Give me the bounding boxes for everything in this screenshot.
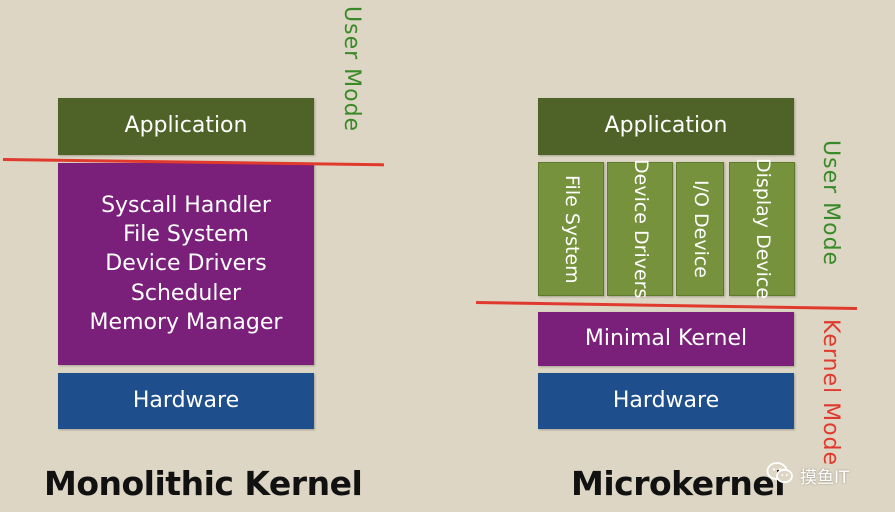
kernel-item-scheduler: Scheduler (130, 280, 242, 306)
monolithic-application-block: Application (58, 98, 314, 155)
micro-application-block: Application (538, 98, 794, 155)
service-io-device-label: I/O Device (689, 180, 712, 278)
micro-kernel-mode-label: Kernel Mode (818, 319, 843, 467)
monolithic-title: Monolithic Kernel (44, 464, 363, 503)
watermark: 摸鱼IT (766, 461, 849, 490)
service-device-drivers-label: Device Drivers (629, 159, 652, 299)
monolithic-kernel-block: Syscall Handler File System Device Drive… (58, 163, 314, 365)
service-display-device-block: Display Device (729, 158, 795, 300)
micro-user-mode-label: User Mode (818, 140, 843, 267)
service-io-device-block: I/O Device (676, 162, 724, 296)
service-file-system-label: File System (560, 174, 583, 284)
micro-hardware-label: Hardware (612, 387, 720, 413)
kernel-item-device-drivers: Device Drivers (105, 251, 267, 277)
kernel-item-syscall-handler: Syscall Handler (101, 193, 271, 219)
monolithic-hardware-label: Hardware (132, 387, 240, 413)
kernel-item-memory-manager: Memory Manager (89, 309, 283, 335)
wechat-icon (766, 461, 794, 490)
micro-application-label: Application (604, 113, 728, 139)
service-file-system-block: File System (538, 162, 604, 296)
monolithic-application-label: Application (124, 113, 248, 139)
monolithic-user-mode-label: User Mode (339, 6, 364, 133)
minimal-kernel-block: Minimal Kernel (538, 312, 794, 366)
service-device-drivers-block: Device Drivers (607, 159, 673, 299)
micro-hardware-block: Hardware (538, 373, 794, 429)
microkernel-title: Microkernel (571, 464, 786, 503)
watermark-text: 摸鱼IT (800, 468, 850, 488)
micro-mode-boundary-line (475, 301, 857, 310)
service-display-device-label: Display Device (751, 158, 774, 300)
minimal-kernel-label: Minimal Kernel (584, 325, 748, 351)
monolithic-hardware-block: Hardware (58, 373, 314, 429)
kernel-item-file-system: File System (123, 222, 249, 248)
